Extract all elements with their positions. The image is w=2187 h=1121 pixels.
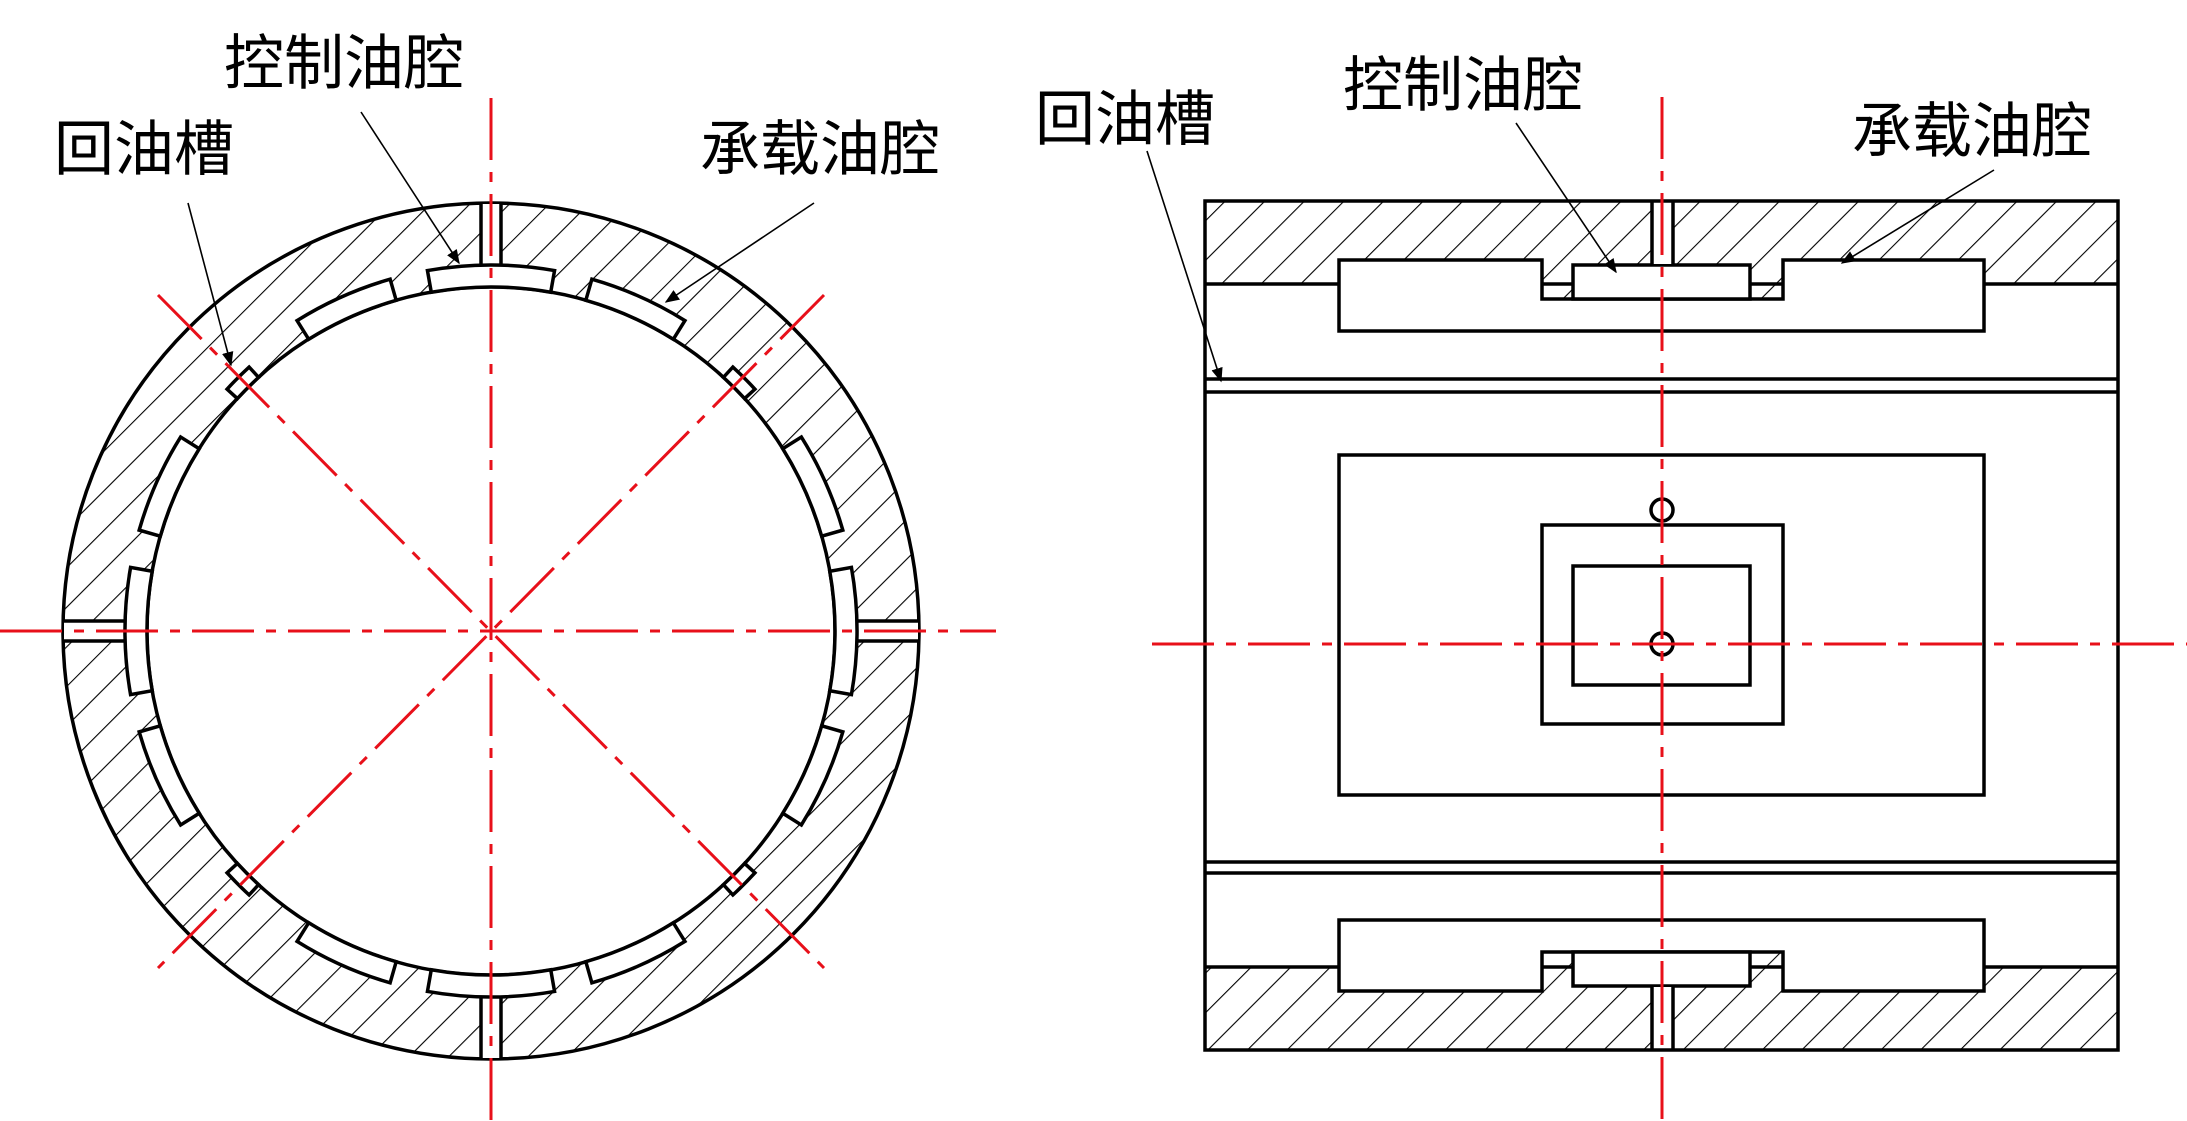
- leader-return-groove: [1146, 150, 1223, 383]
- bearing-cavity: [583, 277, 688, 342]
- label-bearing-cavity: 承载油腔: [700, 115, 940, 185]
- leader-bearing-cavity: [664, 202, 815, 303]
- bearing-cavity: [1337, 918, 1986, 993]
- leader-bearing-cavity: [1840, 169, 1995, 264]
- bearing-cavity: [1337, 258, 1986, 333]
- label-return-groove: 回油槽: [54, 115, 234, 185]
- bearing-cavity: [137, 434, 202, 539]
- bearing-cavity: [780, 723, 845, 828]
- bearing-cavity: [137, 723, 202, 828]
- leader-return-groove: [187, 202, 234, 367]
- diagonal-centerline: [156, 293, 826, 970]
- leader-control-cavity: [1515, 122, 1617, 274]
- return-groove: [224, 860, 262, 898]
- return-groove: [720, 860, 758, 898]
- diagonal-centerline: [156, 293, 826, 970]
- cross-section-view: 控制油腔 回油槽 承载油腔: [0, 29, 996, 1121]
- bearing-cavity: [780, 434, 845, 539]
- bearing-cavity: [583, 920, 688, 985]
- label-control-cavity: 控制油腔: [1343, 51, 1583, 121]
- longitudinal-section-view: 回油槽 控制油腔 承载油腔: [1035, 51, 2187, 1121]
- label-control-cavity: 控制油腔: [224, 29, 464, 99]
- label-return-groove: 回油槽: [1035, 85, 1215, 155]
- bearing-cavity: [294, 277, 399, 342]
- control-cavity: [425, 263, 557, 295]
- bearing-cavity: [294, 920, 399, 985]
- label-bearing-cavity: 承载油腔: [1852, 97, 2092, 167]
- leader-control-cavity: [360, 111, 460, 265]
- centerlines: [0, 98, 996, 1121]
